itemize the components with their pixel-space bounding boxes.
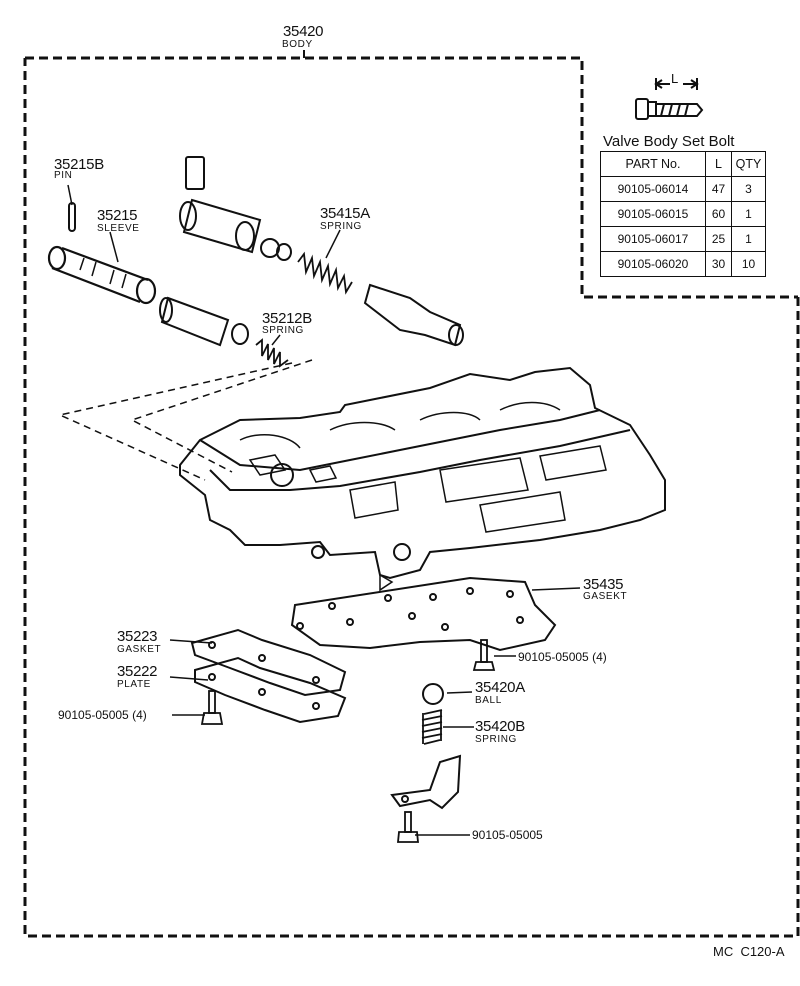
spring-c-part bbox=[421, 709, 443, 745]
bolt-table-cell: 47 bbox=[705, 176, 732, 202]
bolt-table-cell: 1 bbox=[731, 201, 766, 227]
main-gasket-part-name: GASEKT bbox=[583, 591, 628, 602]
bolt-table-cell: 90105-06014 bbox=[600, 176, 706, 202]
bolt-table-title: Valve Body Set Bolt bbox=[603, 133, 735, 150]
bolt-table-cell: 10 bbox=[731, 251, 766, 277]
spring-a-part-number: 35415A bbox=[320, 205, 370, 222]
valve-pieces bbox=[159, 156, 292, 347]
plate-part-number: 35222 bbox=[117, 663, 158, 680]
bolt-right-part bbox=[472, 639, 496, 671]
bolt-table-header: QTY bbox=[731, 151, 766, 177]
bolt-bottom-label: 90105-05005 bbox=[472, 828, 543, 842]
ball-part bbox=[422, 683, 444, 705]
bolt-table-header: PART No. bbox=[600, 151, 706, 177]
bolt-table-cell: 90105-06017 bbox=[600, 226, 706, 252]
plate-part-name: PLATE bbox=[117, 679, 151, 690]
assembly-part-name: BODY bbox=[282, 39, 313, 50]
bolt-table-header-row: PART No. L QTY bbox=[600, 151, 766, 177]
bolt-table-row: 90105-06015 60 1 bbox=[600, 201, 766, 227]
sleeve-part-name: SLEEVE bbox=[97, 223, 140, 234]
bolt-bottom-part bbox=[397, 811, 419, 843]
bolt-table-cell: 60 bbox=[705, 201, 732, 227]
bolt-table-cell: 90105-06020 bbox=[600, 251, 706, 277]
small-gasket-part-number: 35223 bbox=[117, 628, 158, 645]
bolt-table-row: 90105-06017 25 1 bbox=[600, 226, 766, 252]
bolt-table-header: L bbox=[705, 151, 732, 177]
bracket-part bbox=[390, 754, 462, 810]
bolt-left-label: 90105-05005 (4) bbox=[58, 708, 147, 722]
assembly-part-number: 35420 bbox=[283, 23, 324, 40]
set-bolt-icon bbox=[635, 78, 704, 120]
plunger-part bbox=[363, 283, 464, 347]
main-gasket-part bbox=[290, 576, 557, 652]
spring-b-part bbox=[255, 338, 289, 368]
valve-body-casting bbox=[179, 366, 666, 592]
ball-part-name: BALL bbox=[475, 695, 502, 706]
main-gasket-part-number: 35435 bbox=[583, 576, 624, 593]
assembly-boundary bbox=[23, 56, 800, 938]
sleeve-part-number: 35215 bbox=[97, 207, 138, 224]
bolt-table: PART No. L QTY 90105-06014 47 3 90105-06… bbox=[600, 151, 766, 277]
leader-lines bbox=[67, 184, 581, 836]
alignment-lines bbox=[57, 359, 313, 481]
spring-b-part-number: 35212B bbox=[262, 310, 312, 327]
bolt-table-cell: 1 bbox=[731, 226, 766, 252]
pin-part-name: PIN bbox=[54, 170, 73, 181]
bolt-table-row: 90105-06014 47 3 bbox=[600, 176, 766, 202]
bolt-table-cell: 25 bbox=[705, 226, 732, 252]
bolt-table-cell: 90105-06015 bbox=[600, 201, 706, 227]
bolt-table-cell: 30 bbox=[705, 251, 732, 277]
bolt-table-cell: 3 bbox=[731, 176, 766, 202]
small-gasket-part-name: GASKET bbox=[117, 644, 162, 655]
bolt-right-label: 90105-05005 (4) bbox=[518, 650, 607, 664]
pin-part bbox=[68, 202, 76, 232]
spring-b-part-name: SPRING bbox=[262, 325, 304, 336]
bolt-table-row: 90105-06020 30 10 bbox=[600, 251, 766, 277]
small-gasket-part bbox=[190, 628, 347, 697]
bolt-dimension-label: L bbox=[671, 71, 679, 86]
spring-a-part-name: SPRING bbox=[320, 221, 362, 232]
diagram-code: MC C120-A bbox=[713, 944, 785, 959]
ball-part-number: 35420A bbox=[475, 679, 525, 696]
pin-part-number: 35215B bbox=[54, 156, 104, 173]
spring-a-part bbox=[297, 251, 353, 295]
spring-c-part-number: 35420B bbox=[475, 718, 525, 735]
bolt-left-part bbox=[200, 690, 224, 725]
spring-c-part-name: SPRING bbox=[475, 734, 517, 745]
sleeve-part bbox=[47, 245, 157, 305]
